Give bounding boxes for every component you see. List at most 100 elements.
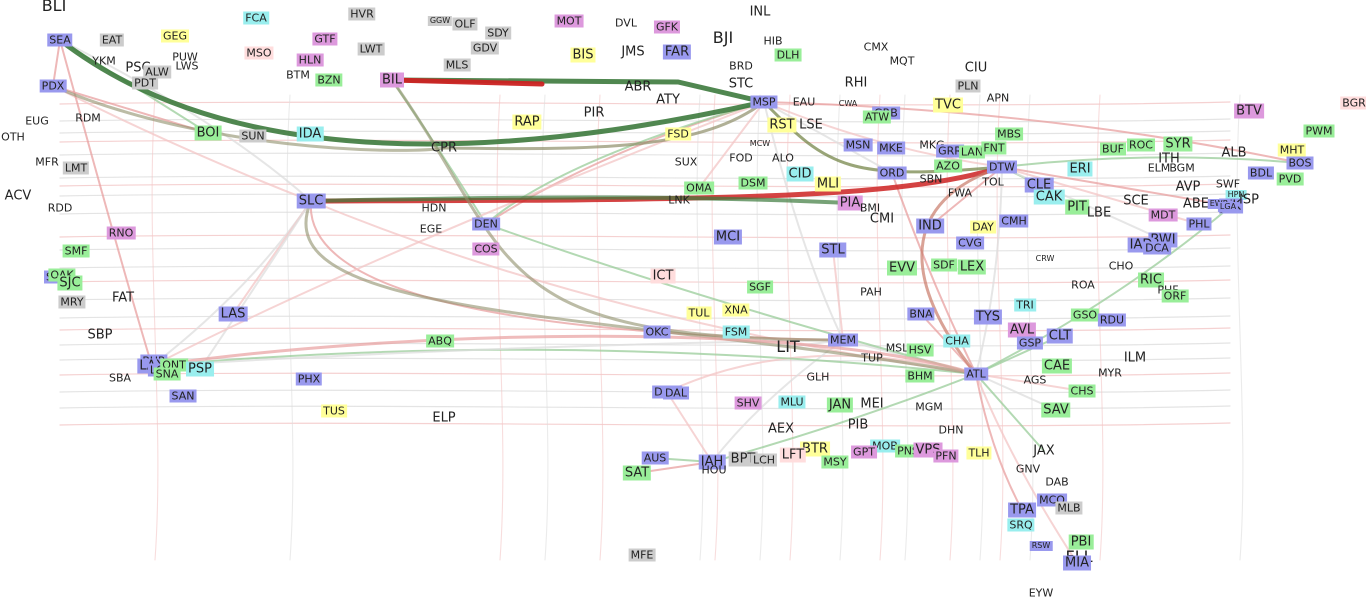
airport-label-hvr: HVR bbox=[348, 7, 376, 21]
faint-route bbox=[1096, 94, 1104, 561]
airport-label-lws: LWS bbox=[175, 59, 199, 73]
airport-label-btr: BTR bbox=[800, 441, 830, 457]
airport-label-gnv: GNV bbox=[1015, 462, 1041, 476]
airport-label-lit: LIT bbox=[776, 337, 800, 356]
airport-label-puw: PUW bbox=[172, 50, 198, 64]
airport-label-acv: ACV bbox=[4, 188, 32, 204]
airport-label-sce: SCE bbox=[1123, 193, 1149, 209]
route-msp-bos bbox=[763, 101, 1301, 164]
airport-label-rdu: RDU bbox=[1097, 313, 1127, 327]
route-pdx-cpr bbox=[51, 84, 446, 152]
route-dfw-iah bbox=[666, 391, 713, 463]
airport-label-jax: JAX bbox=[1033, 443, 1055, 459]
airport-label-gso: GSO bbox=[1070, 308, 1100, 322]
airport-label-dsm: DSM bbox=[738, 176, 768, 190]
airport-label-lnk: LNK bbox=[668, 193, 690, 207]
airport-label-ida: IDA bbox=[296, 126, 324, 142]
airport-label-cho: CHO bbox=[1108, 259, 1134, 273]
faint-route bbox=[1236, 94, 1244, 561]
airport-label-sbn: SBN bbox=[919, 172, 943, 186]
airport-label-bos: BOS bbox=[1286, 156, 1314, 170]
airport-label-cae: CAE bbox=[1041, 358, 1073, 374]
airport-label-btm: BTM bbox=[286, 68, 310, 82]
airport-label-slc: SLC bbox=[296, 193, 326, 209]
airport-label-alo: ALO bbox=[772, 151, 794, 165]
airport-label-sun: SUN bbox=[239, 129, 267, 143]
airport-label-mke: MKE bbox=[877, 141, 905, 155]
airport-label-sbp: SBP bbox=[87, 327, 113, 343]
airport-label-fwa: FWA bbox=[947, 186, 973, 200]
airport-label-rno: RNO bbox=[106, 226, 136, 240]
airport-label-azo: AZO bbox=[934, 159, 962, 173]
route-bil-mem bbox=[390, 78, 845, 342]
airport-label-eug: EUG bbox=[25, 114, 49, 128]
airport-label-aty: ATY bbox=[656, 92, 680, 108]
airport-label-fnt: FNT bbox=[981, 141, 1007, 155]
faint-route bbox=[59, 405, 1231, 410]
airport-label-pbi: PBI bbox=[1068, 534, 1094, 550]
airport-label-ykm: YKM bbox=[92, 54, 116, 68]
airport-label-tup: TUP bbox=[861, 351, 883, 365]
airport-label-fod: FOD bbox=[729, 151, 753, 165]
route-msp-ord bbox=[763, 101, 893, 174]
airport-label-avl: AVL bbox=[1007, 322, 1037, 338]
airport-label-tol: TOL bbox=[982, 175, 1004, 189]
airport-label-buf: BUF bbox=[1100, 142, 1126, 156]
airport-label-bdl: BDL bbox=[1247, 166, 1275, 180]
airport-label-tvc: TVC bbox=[933, 97, 963, 113]
airport-label-pit: PIT bbox=[1065, 199, 1089, 215]
airport-label-evv: EVV bbox=[887, 260, 917, 276]
faint-route bbox=[976, 94, 984, 561]
airport-label-mry: MRY bbox=[58, 295, 86, 309]
airport-label-tul: TUL bbox=[686, 306, 712, 320]
airport-label-pib: PIB bbox=[847, 417, 869, 433]
faint-route bbox=[876, 94, 884, 561]
airport-label-sgf: SGF bbox=[747, 280, 773, 294]
faint-route bbox=[59, 211, 1231, 216]
route-cpr-msp bbox=[442, 100, 766, 151]
airport-label-rhi: RHI bbox=[844, 75, 868, 91]
airport-label-san: SAN bbox=[169, 389, 197, 403]
route-dtw-jfk bbox=[1001, 166, 1232, 207]
airport-label-bgm: BGM bbox=[1169, 161, 1195, 175]
airport-label-far: FAR bbox=[662, 44, 692, 60]
airport-label-cvg: CVG bbox=[956, 236, 984, 250]
faint-route bbox=[59, 297, 1231, 302]
airport-label-mob: MOB bbox=[870, 439, 900, 453]
airport-label-eyw: EYW bbox=[1028, 586, 1054, 600]
airport-label-jms: JMS bbox=[621, 44, 645, 60]
airport-label-eat: EAT bbox=[99, 33, 125, 47]
airport-label-rsw: RSW bbox=[1029, 541, 1053, 551]
airport-label-abr: ABR bbox=[624, 79, 652, 95]
faint-route bbox=[59, 265, 1231, 270]
route-pdx-slc bbox=[52, 85, 312, 202]
airport-label-tri: TRI bbox=[1014, 298, 1036, 312]
airport-label-sjc: SJC bbox=[57, 275, 83, 291]
airport-label-hln: HLN bbox=[296, 53, 324, 67]
faint-route bbox=[59, 372, 1231, 377]
airport-label-roc: ROC bbox=[1127, 138, 1155, 152]
airport-label-cid: CID bbox=[786, 166, 814, 182]
airport-label-chs: CHS bbox=[1068, 384, 1096, 398]
airport-label-cle: CLE bbox=[1024, 177, 1054, 193]
airport-label-pvd: PVD bbox=[1276, 172, 1304, 186]
airport-label-atw: ATW bbox=[862, 110, 892, 124]
route-bil-highlight bbox=[389, 77, 545, 87]
airport-label-tys: TYS bbox=[973, 309, 1003, 325]
airport-label-dlh: DLH bbox=[774, 48, 802, 62]
airport-label-tlh: TLH bbox=[966, 446, 992, 460]
airport-label-phx: PHX bbox=[295, 372, 323, 386]
faint-route bbox=[541, 94, 549, 561]
airport-label-ord: ORD bbox=[877, 166, 907, 180]
airport-label-gpt: GPT bbox=[851, 445, 877, 459]
faint-route bbox=[59, 183, 1231, 188]
airport-label-myr: MYR bbox=[1098, 366, 1122, 380]
airport-label-lan: LAN bbox=[958, 145, 986, 159]
airport-label-smf: SMF bbox=[62, 244, 90, 258]
route-jfk-atl bbox=[975, 205, 1232, 375]
airport-label-fsd: FSD bbox=[665, 127, 691, 141]
airport-label-rst: RST bbox=[767, 117, 797, 133]
faint-route bbox=[496, 94, 504, 561]
airport-label-pwm: PWM bbox=[1303, 124, 1335, 138]
route-atl-dtw bbox=[975, 166, 1003, 375]
